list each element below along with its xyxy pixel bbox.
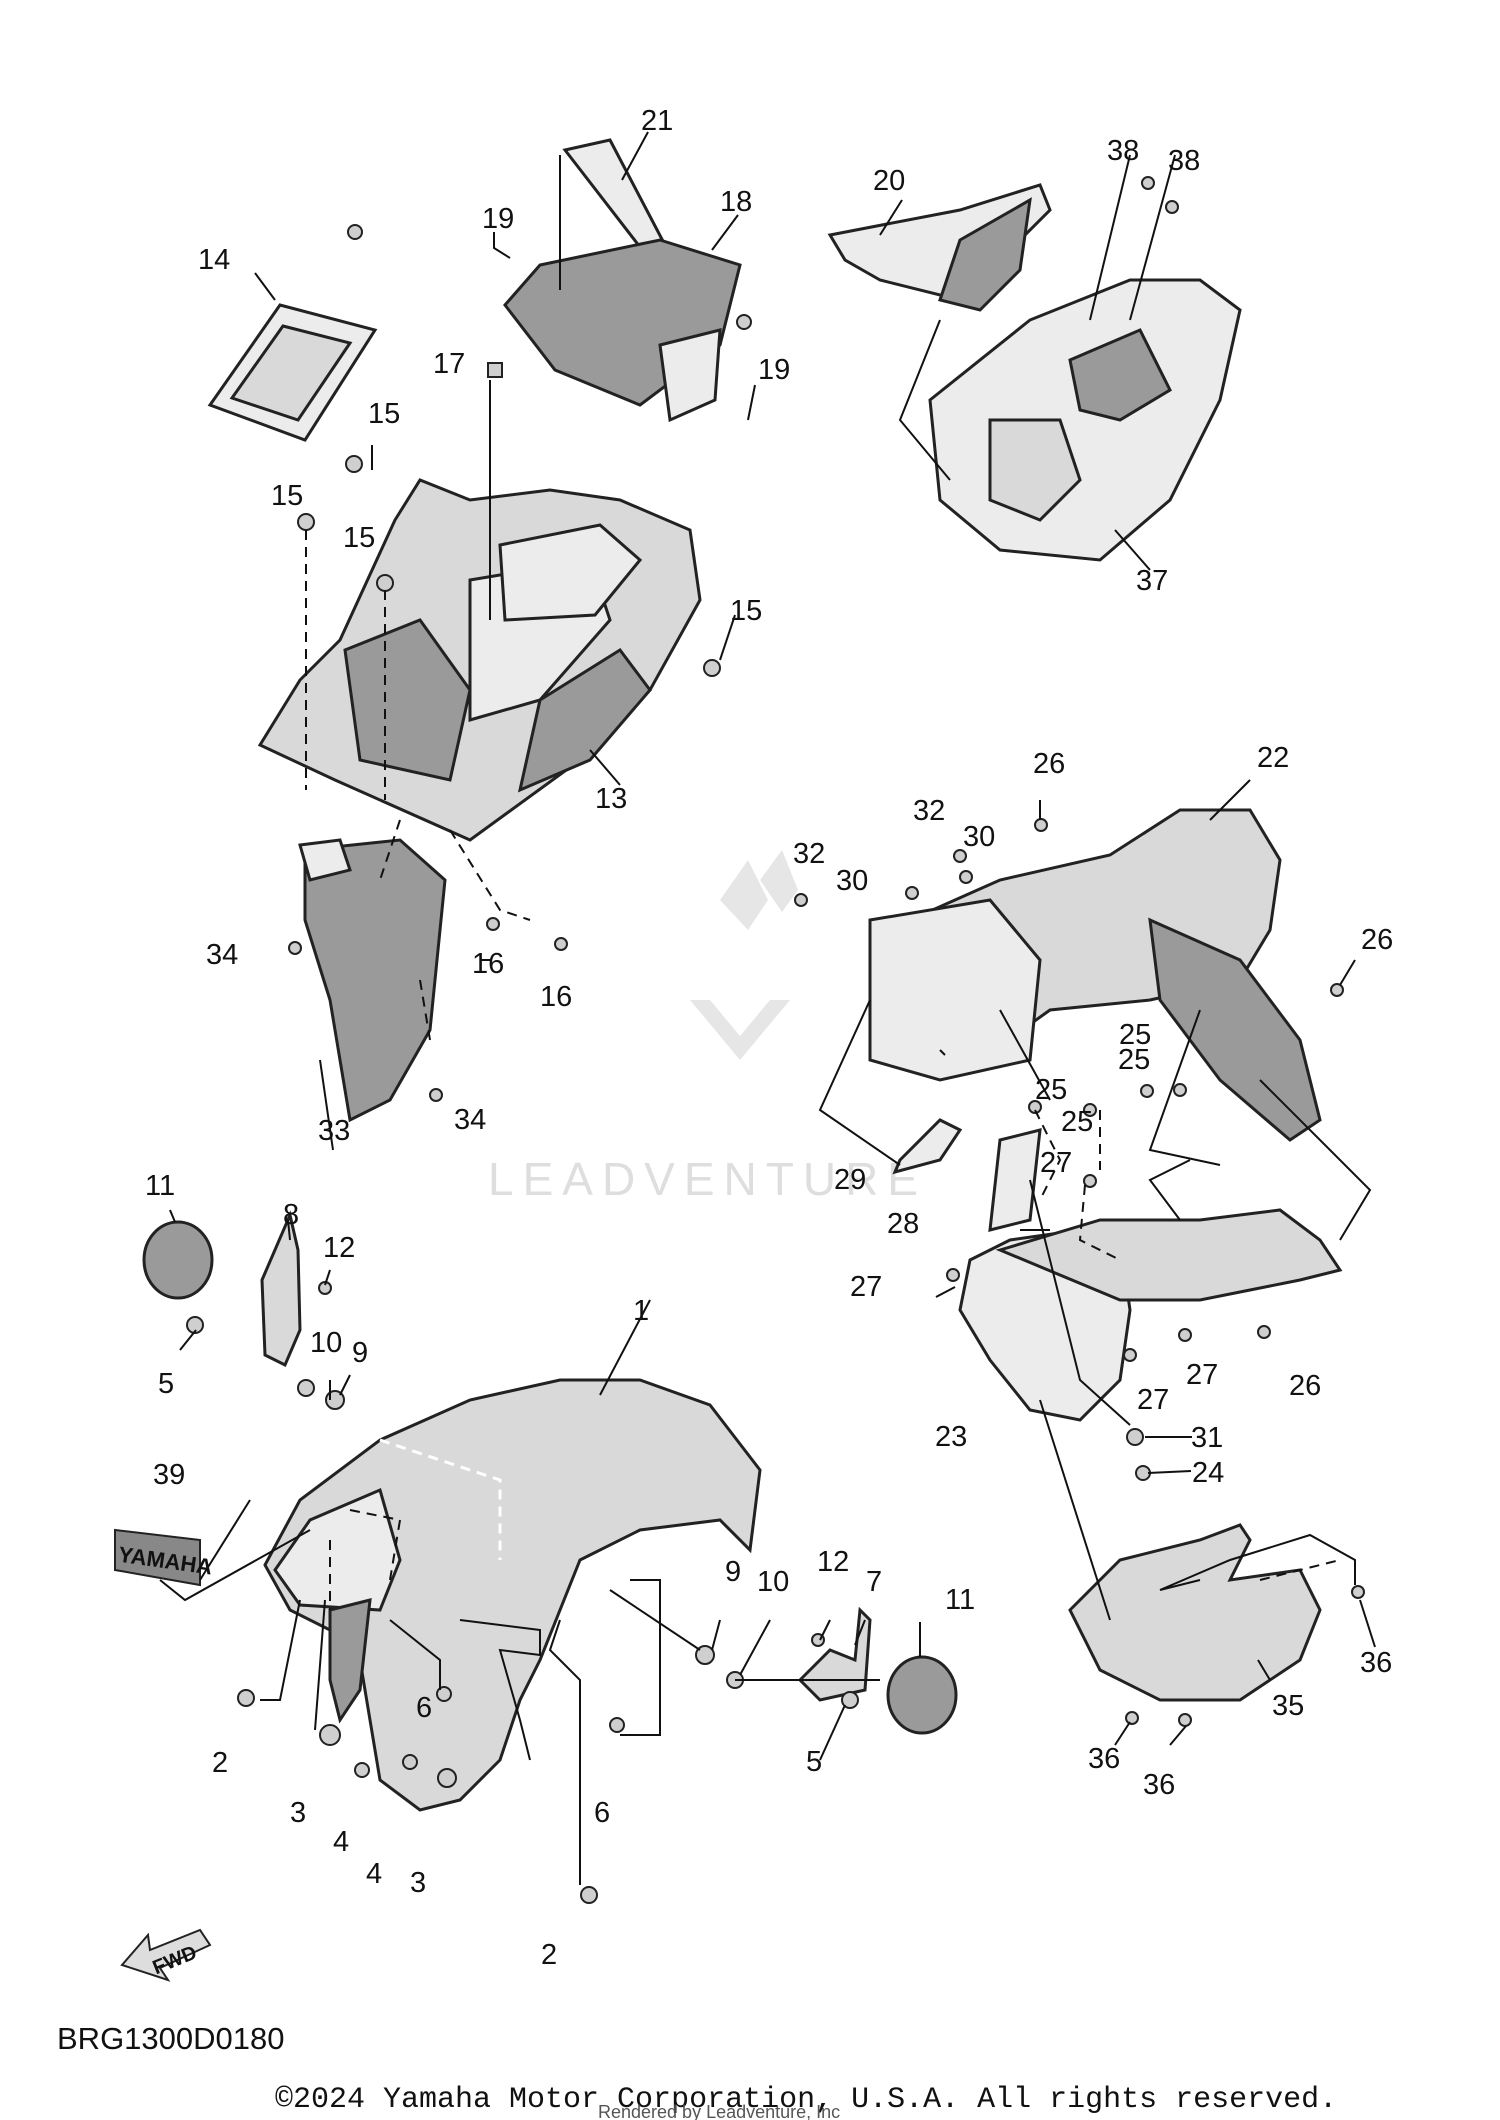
callout-6b: 6 (594, 1797, 610, 1829)
callout-8: 8 (283, 1199, 299, 1231)
part-23-lower-mudguard (958, 1208, 1343, 1422)
callout-25d: 25 (1061, 1106, 1093, 1138)
callout-5a: 5 (158, 1368, 174, 1400)
part-33-fender-flap (298, 838, 447, 1123)
callout-17: 17 (433, 348, 465, 380)
callout-12b: 12 (817, 1546, 849, 1578)
callout-25a: 25 (1119, 1019, 1151, 1051)
callout-26b: 26 (1361, 924, 1393, 956)
callout-27b: 27 (850, 1271, 882, 1303)
callout-4b: 4 (366, 1858, 382, 1890)
callout-7: 7 (866, 1566, 882, 1598)
callout-19b: 19 (758, 354, 790, 386)
fwd-arrow: FWD (120, 1928, 212, 1982)
callout-11b: 11 (945, 1584, 975, 1616)
part-37-rear-frame (928, 278, 1242, 562)
leadventure-watermark: LEADVENTURE (488, 850, 927, 1205)
callout-27d: 27 (1137, 1384, 1169, 1416)
callout-1: 1 (633, 1295, 649, 1327)
callout-25b: 25 (1118, 1044, 1150, 1076)
leader-lines (169, 131, 1376, 1761)
callout-3b: 3 (410, 1867, 426, 1899)
callout-32a: 32 (913, 795, 945, 827)
part-39-yamaha-logo: YAMAHA (114, 1528, 214, 1587)
part-11-cover-right (886, 1655, 958, 1735)
callout-30b: 30 (836, 865, 868, 897)
callout-6a: 6 (416, 1692, 432, 1724)
callout-10b: 10 (757, 1566, 789, 1598)
callout-13: 13 (595, 783, 627, 815)
callout-26a: 26 (1033, 748, 1065, 780)
callout-34a: 34 (206, 939, 238, 971)
part-18-tray (503, 238, 742, 423)
callout-35: 35 (1272, 1690, 1304, 1722)
part-1-front-fender (263, 1378, 762, 1812)
callout-14: 14 (198, 244, 230, 276)
part-11-cover-left (142, 1220, 214, 1300)
callout-27c: 27 (1186, 1359, 1218, 1391)
part-20-bracket (827, 183, 1052, 312)
callout-26c: 26 (1289, 1370, 1321, 1402)
part-14-frame (207, 303, 378, 442)
callout-3a: 3 (290, 1797, 306, 1829)
callout-36a: 36 (1360, 1647, 1392, 1679)
fasteners (186, 176, 1365, 1904)
callout-38b: 38 (1168, 145, 1200, 177)
callout-16a: 16 (472, 948, 504, 980)
callout-33: 33 (318, 1115, 350, 1147)
callout-27a: 27 (1040, 1147, 1072, 1179)
callout-28: 28 (887, 1208, 919, 1240)
callout-20: 20 (873, 165, 905, 197)
callout-4a: 4 (333, 1826, 349, 1858)
callout-24: 24 (1192, 1457, 1224, 1489)
part-22-upper-fender (868, 808, 1322, 1142)
callout-25c: 25 (1035, 1074, 1067, 1106)
callout-37: 37 (1136, 565, 1168, 597)
callout-9a: 9 (352, 1337, 368, 1369)
callout-9b: 9 (725, 1556, 741, 1588)
assembly-lines (159, 155, 1372, 1885)
callout-19a: 19 (482, 203, 514, 235)
callout-39: 39 (153, 1459, 185, 1491)
callout-labels: 21 18 19 19 14 17 15 15 15 15 13 20 38 3… (145, 105, 1393, 1971)
callout-30a: 30 (963, 821, 995, 853)
callout-15a: 15 (368, 398, 400, 430)
callout-29: 29 (834, 1164, 866, 1196)
callout-10a: 10 (310, 1327, 342, 1359)
callout-15d: 15 (730, 595, 762, 627)
part-8-bracket (260, 1210, 302, 1368)
watermark-text: LEADVENTURE (488, 1153, 927, 1205)
callout-15b: 15 (271, 480, 303, 512)
callout-36b: 36 (1088, 1743, 1120, 1775)
callout-38a: 38 (1107, 135, 1139, 167)
callout-36c: 36 (1143, 1769, 1175, 1801)
copyright-text: ©2024 Yamaha Motor Corporation, U.S.A. A… (275, 2083, 1337, 2117)
part-29-stay (892, 1118, 963, 1175)
callout-11a: 11 (145, 1170, 175, 1202)
callout-16b: 16 (540, 981, 572, 1013)
callout-23: 23 (935, 1421, 967, 1453)
callout-5b: 5 (806, 1746, 822, 1778)
callout-15c: 15 (343, 522, 375, 554)
callout-31: 31 (1191, 1422, 1223, 1454)
callout-2a: 2 (212, 1747, 228, 1779)
callout-32b: 32 (793, 838, 825, 870)
part-7-bracket (797, 1606, 872, 1702)
callout-34b: 34 (454, 1104, 486, 1136)
rendered-by-text: Rendered by Leadventure, Inc (598, 2102, 840, 2120)
diagram-code: BRG1300D0180 (57, 2021, 285, 2056)
callout-2b: 2 (541, 1939, 557, 1971)
callout-22: 22 (1257, 742, 1289, 774)
part-13-rear-inner-body (257, 478, 702, 842)
callout-18: 18 (720, 186, 752, 218)
part-28-stay (988, 1128, 1042, 1232)
callout-21: 21 (641, 105, 673, 137)
callout-12a: 12 (323, 1232, 355, 1264)
